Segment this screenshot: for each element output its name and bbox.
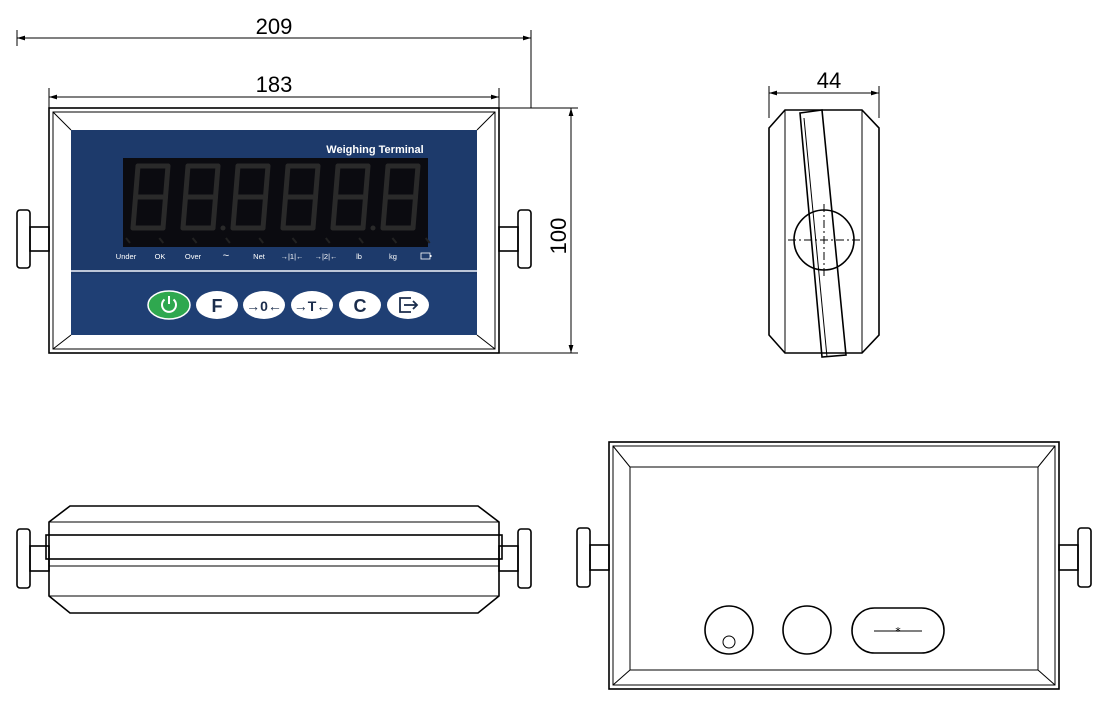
display-digits: [125, 163, 431, 244]
indicator-range1: →|1|←: [280, 252, 303, 261]
bottom-right-knob: [498, 528, 532, 589]
zero-key-label: →0←: [246, 298, 282, 314]
indicator-kg: kg: [389, 252, 397, 261]
dimension-total-width: 209: [16, 14, 532, 108]
dimension-height: 100: [499, 107, 578, 354]
dimension-depth: 44: [768, 68, 880, 118]
back-right-knob: [1058, 527, 1092, 588]
tare-key[interactable]: →T←: [291, 291, 333, 319]
indicator-ok: OK: [155, 252, 166, 261]
function-key-label: F: [212, 296, 223, 316]
clear-key-label: C: [354, 296, 367, 316]
indicator-lb: lb: [356, 252, 362, 261]
display-digit: [330, 163, 376, 231]
back-connector-power: [704, 605, 754, 655]
back-connector-oval: *: [851, 607, 945, 654]
display-digit: [380, 163, 421, 231]
keypad: ▼ F →0← →T← C: [147, 290, 429, 320]
battery-icon: [420, 252, 432, 260]
bottom-left-knob: [16, 528, 50, 589]
back-connector-blank: [782, 605, 832, 655]
front-view: 209 183 100: [16, 14, 578, 354]
indicator-stable: ~: [223, 250, 229, 262]
power-icon: [161, 296, 177, 313]
right-knob: [498, 209, 532, 269]
clear-key[interactable]: C: [339, 291, 381, 319]
indicator-range2: →|2|←: [314, 252, 337, 261]
power-key[interactable]: [147, 290, 191, 320]
display-digit: [230, 163, 271, 231]
left-knob: [16, 209, 50, 269]
bottom-view: [16, 505, 532, 614]
panel-title: Weighing Terminal: [326, 144, 423, 156]
back-outer-frame: [608, 441, 1060, 690]
lcd-display: [123, 158, 428, 247]
dim-total-width-label: 209: [256, 14, 293, 39]
function-key[interactable]: F: [196, 291, 238, 319]
print-key[interactable]: [387, 291, 429, 319]
dim-depth-label: 44: [817, 68, 841, 93]
tare-key-label: →T←: [294, 298, 331, 314]
indicator-under: Under: [116, 252, 137, 261]
dim-body-width-label: 183: [256, 72, 293, 97]
svg-text:*: *: [895, 625, 901, 638]
indicator-net: Net: [253, 252, 266, 261]
back-view: *: [576, 441, 1092, 690]
indicator-row: Under OK Over ~ Net →|1|← →|2|← lb kg: [116, 250, 432, 262]
front-outer-frame: [48, 107, 500, 354]
display-digit: [180, 163, 226, 231]
dim-height-label: 100: [546, 218, 571, 255]
dimension-body-width: 183: [48, 72, 500, 108]
indicator-over: Over: [185, 252, 202, 261]
back-left-knob: [576, 527, 610, 588]
display-digit: [280, 163, 321, 231]
side-bracket: [799, 109, 847, 358]
zero-key[interactable]: →0←: [243, 291, 285, 319]
side-view: 44: [768, 68, 880, 358]
print-icon: [399, 297, 419, 313]
bottom-housing: [48, 505, 500, 614]
bottom-bracket: [45, 534, 503, 560]
display-digit: [130, 163, 171, 231]
